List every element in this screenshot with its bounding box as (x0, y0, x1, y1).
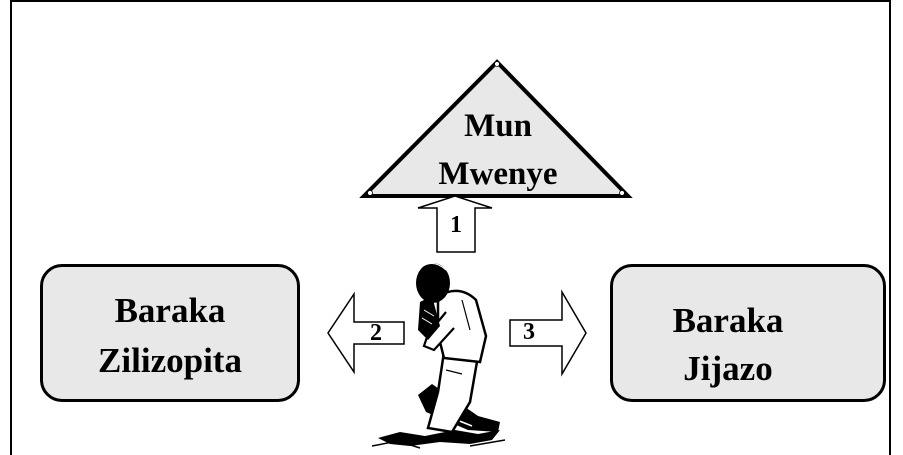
arrow-left-number: 2 (370, 320, 382, 346)
arrow-right (509, 289, 587, 377)
future-blessings-line1: Baraka (672, 301, 784, 340)
triangle-vertex-left (367, 190, 373, 196)
apex-label-line1: Mun (464, 108, 532, 144)
past-blessings-box: Baraka Zilizopita (40, 264, 300, 402)
triangle-vertex-top (494, 61, 500, 67)
diagram-frame (10, 0, 891, 455)
future-blessings-line2: Jijazo (683, 349, 773, 388)
arrow-up (417, 195, 493, 253)
past-blessings-line1: Baraka (114, 291, 226, 330)
apex-label-line2: Mwenye (438, 156, 558, 192)
arrow-right-number: 3 (523, 319, 535, 345)
praying-person-icon (371, 263, 506, 449)
future-blessings-box: Baraka Jijazo (610, 264, 886, 402)
arrow-up-number: 1 (450, 212, 462, 238)
arrow-left (327, 291, 405, 375)
triangle-vertex-right (619, 190, 625, 196)
past-blessings-line2: Zilizopita (98, 341, 242, 380)
apex-triangle (359, 59, 633, 198)
